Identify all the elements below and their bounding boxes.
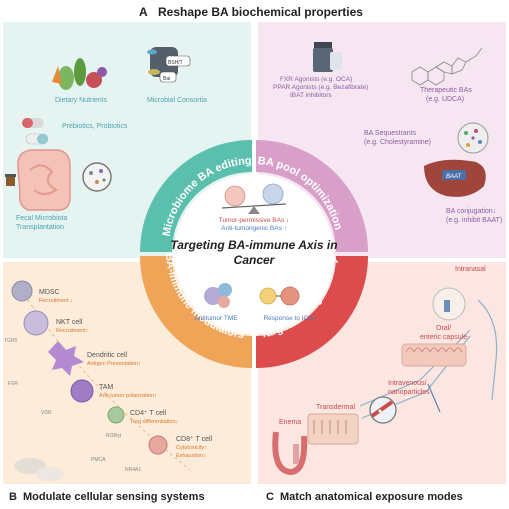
cell-icons (11, 280, 168, 481)
tam-cell-icon (70, 379, 94, 403)
receptor-pmca: PMCA (91, 457, 106, 463)
microbial-consortia-icon (147, 47, 191, 83)
heading-c-letter: C (266, 491, 274, 503)
baat-label: BAAT (446, 174, 463, 180)
cd8-effect-cytotoxicity: Cytotoxicity↑ (176, 445, 207, 451)
iv-label-line2: nanoparticles (388, 389, 430, 396)
heading-a-letter: A (139, 5, 148, 19)
center-title-line2: Cancer (234, 253, 276, 267)
therapeutic-bas-label-line1: Therapeutic BAs (420, 87, 472, 94)
ppar-agonists-label: PPAR Agonists (e.g. Bezafibrate) (273, 84, 368, 91)
mdsc-effect: Recruitment ↓ (39, 298, 73, 304)
heading-b-title: Modulate cellular sensing systems (23, 491, 205, 503)
antitumor-tme-icon (204, 283, 232, 308)
prebiotics-label: Prebiotics, Probiotics (62, 123, 128, 130)
pills-icon (22, 118, 49, 145)
tam-name: TAM (99, 384, 113, 391)
intranasal-label: Intranasal (455, 266, 486, 273)
receptor-rorgt: RORγt (106, 433, 122, 439)
center-title-line1: Targeting BA-immune Axis in (170, 238, 337, 252)
drug-bottle-icon (313, 42, 342, 72)
dendritic-cell-icon (48, 341, 84, 376)
ring-segment-pool (256, 140, 368, 252)
oral-label-line1: Oral/ (436, 325, 451, 332)
blood-vessel-magnifier-icon (369, 396, 397, 424)
specimen-cup-icon (5, 174, 16, 186)
skin-layer-icon (307, 413, 359, 445)
sequestrants-label-line1: BA Sequestrants (364, 130, 417, 137)
heading-c-title: Match anatomical exposure modes (280, 491, 463, 503)
tam-effect: Anti-tumor polarization↑ (99, 393, 157, 399)
nkt-name: NKT cell (56, 319, 83, 326)
anti-tumorigenic-label: Anti-tumorigenic BAs ↑ (221, 225, 287, 232)
colon-icon (272, 431, 308, 476)
fecal-label-line2: Transplantation (16, 224, 64, 231)
receptor-tgr5: TGR5 (4, 338, 18, 344)
iv-label-line1: Intravenous/ (388, 380, 427, 387)
fxr-agonists-label: FXR Agonists (e.g. OCA) (280, 76, 352, 83)
ba-conjugation-label-line1: BA conjugation↓ (446, 208, 496, 215)
cd8-name: CD8⁺ T cell (176, 436, 213, 443)
microbiota-magnifier-icon (82, 162, 112, 192)
nkt-cell-icon (23, 310, 49, 336)
intestinal-villi-icon (401, 343, 467, 367)
nkt-effect: Recruitment↑ (56, 328, 89, 334)
pill-decoration-icon (14, 458, 46, 474)
enema-label: Enema (279, 419, 301, 426)
mdsc-name: MDSC (39, 289, 60, 296)
fecal-label-line1: Fecal Microbiota (16, 215, 67, 222)
pill-decoration-icon (36, 467, 64, 481)
receptor-nr4a1: NR4A1 (125, 467, 141, 473)
antitumor-tme-label: Antitumor TME (194, 315, 238, 322)
cd4-effect: Treg differentiation↓ (130, 419, 179, 425)
dietary-nutrients-label: Dietary Nutrients (55, 97, 108, 104)
ring-segment-modulators (140, 256, 252, 368)
dendritic-effect: Antigen Presentation↑ (87, 361, 141, 367)
tumor-permissive-label: Tumor-permissive BAs ↓ (219, 217, 290, 224)
cd4-t-cell-icon (107, 406, 125, 424)
ring-segment-delivery (256, 256, 368, 368)
cd8-t-cell-icon (148, 435, 168, 455)
nasal-spray-icon (432, 287, 466, 321)
sequestrants-label-line2: (e.g. Cholestyramine) (364, 139, 431, 146)
ici-response-icon (259, 286, 300, 306)
cd8-effect-exhaustion: Exhaustion↓ (176, 453, 206, 459)
ibat-inhibitors-label: IBAT inhibitors (290, 92, 332, 99)
receptor-fxr: FXR (8, 381, 18, 387)
oral-label-line2: enteric capsule (420, 334, 467, 341)
vegetables-icon (52, 58, 107, 90)
heading-b-letter: B (9, 491, 17, 503)
ba-conjugation-label-line2: (e.g. inhibit BAAT) (446, 217, 502, 224)
therapeutic-bas-label-line2: (e.g. UDCA) (426, 96, 464, 103)
ring-segment-microbiome (140, 140, 252, 252)
cd4-name: CD4⁺ T cell (130, 410, 167, 417)
microbial-consortia-label: Microbial Consortia (147, 97, 207, 104)
heading-a-title: Reshape BA biochemical properties (158, 5, 363, 19)
balance-scale-icon (221, 183, 287, 214)
mdsc-cell-icon (11, 280, 33, 302)
liver-icon (424, 159, 486, 197)
response-icis-label: Response to ICIs↑ (263, 315, 316, 322)
dendritic-name: Dendritic cell (87, 352, 128, 359)
sequestrant-particle-icon (457, 122, 489, 154)
bai-label: Bai (163, 76, 170, 82)
bsh-label: BSH/T (168, 60, 183, 66)
receptor-vdr: VDR (41, 410, 52, 416)
transdermal-label: Transdermal (316, 404, 355, 411)
bile-acid-structure-icon (411, 47, 483, 86)
intestine-icon (17, 149, 71, 212)
